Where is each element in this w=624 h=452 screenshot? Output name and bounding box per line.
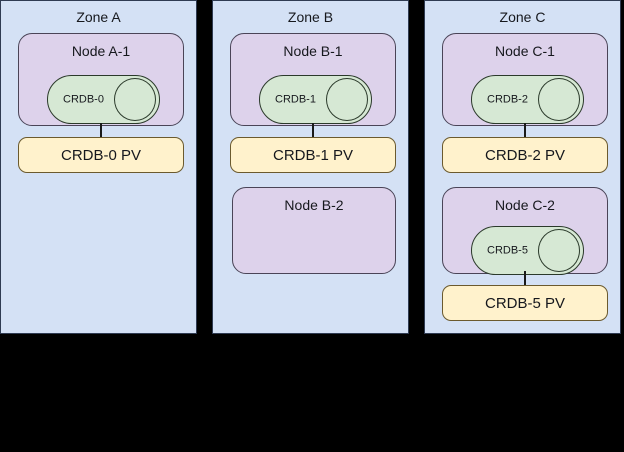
database-cylinder-icon: CRDB-5 bbox=[471, 226, 584, 275]
zone-b-title: Zone B bbox=[287, 9, 334, 25]
pv-crdb-5: CRDB-5 PV bbox=[442, 285, 608, 321]
connector-node-b1-to-pv bbox=[312, 123, 314, 139]
node-a-1: Node A-1 CRDB-0 bbox=[18, 33, 184, 126]
database-label: CRDB-0 bbox=[63, 93, 104, 105]
node-a-1-title: Node A-1 bbox=[71, 43, 131, 59]
database-label: CRDB-1 bbox=[275, 93, 316, 105]
pv-crdb-1: CRDB-1 PV bbox=[230, 137, 396, 173]
connector-node-a1-to-pv bbox=[100, 123, 102, 139]
zone-a-title: Zone A bbox=[76, 9, 121, 25]
node-c-1-title: Node C-1 bbox=[495, 43, 555, 59]
pv-crdb-2: CRDB-2 PV bbox=[442, 137, 608, 173]
zone-a: Zone A Node A-1 CRDB-0 CRDB-0 PV bbox=[0, 0, 197, 334]
database-cylinder-icon: CRDB-2 bbox=[471, 75, 584, 124]
zone-c: Zone C Node C-1 CRDB-2 CRDB-2 PV Node C-… bbox=[424, 0, 621, 334]
cylinder-end-cap-icon bbox=[538, 229, 580, 272]
node-c-2: Node C-2 CRDB-5 bbox=[442, 187, 608, 275]
database-cylinder-icon: CRDB-1 bbox=[259, 75, 372, 124]
database-label: CRDB-2 bbox=[487, 93, 528, 105]
pv-label: CRDB-2 PV bbox=[484, 146, 566, 164]
connector-node-c1-to-pv bbox=[524, 123, 526, 139]
pv-label: CRDB-0 PV bbox=[60, 146, 142, 164]
zone-b: Zone B Node B-1 CRDB-1 CRDB-1 PV Node B-… bbox=[212, 0, 409, 334]
pv-label: CRDB-5 PV bbox=[484, 294, 566, 312]
node-c-2-title: Node C-2 bbox=[495, 197, 555, 213]
cylinder-end-cap-icon bbox=[326, 78, 368, 121]
zone-c-title: Zone C bbox=[499, 9, 546, 25]
node-b-1-title: Node B-1 bbox=[283, 43, 343, 59]
database-cylinder-icon: CRDB-0 bbox=[47, 75, 160, 124]
node-b-2-title: Node B-2 bbox=[284, 197, 344, 213]
node-c-1: Node C-1 CRDB-2 bbox=[442, 33, 608, 126]
database-label: CRDB-5 bbox=[487, 244, 528, 256]
node-b-1: Node B-1 CRDB-1 bbox=[230, 33, 396, 126]
node-b-2: Node B-2 bbox=[232, 187, 396, 274]
cylinder-end-cap-icon bbox=[538, 78, 580, 121]
cylinder-end-cap-icon bbox=[114, 78, 156, 121]
pv-crdb-0: CRDB-0 PV bbox=[18, 137, 184, 173]
pv-label: CRDB-1 PV bbox=[272, 146, 354, 164]
connector-node-c2-to-pv bbox=[524, 271, 526, 287]
